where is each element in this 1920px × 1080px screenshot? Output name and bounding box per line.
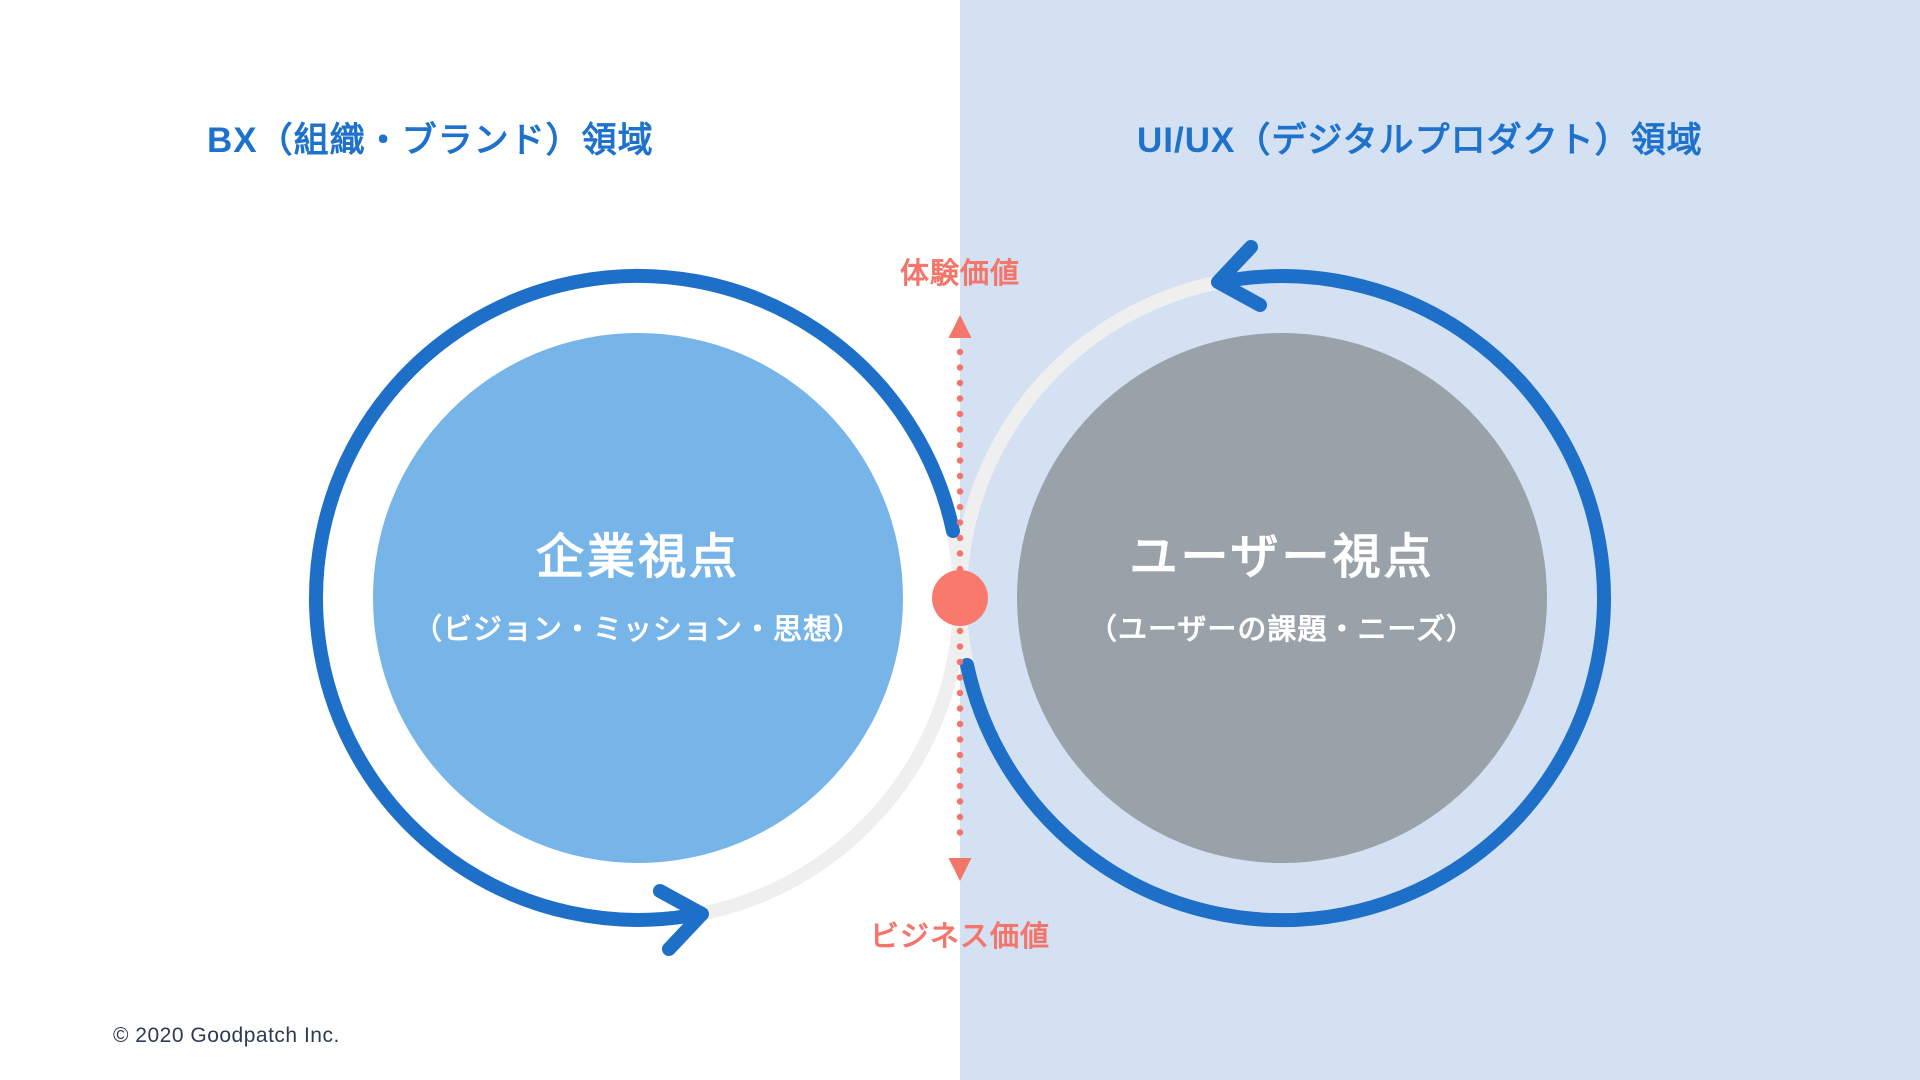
company-perspective-label: 企業視点 (535, 531, 741, 584)
left-cycle-arrowhead-icon (653, 884, 709, 956)
user-perspective-circle (1017, 333, 1547, 863)
business-value-label: ビジネス価値 (869, 921, 1051, 953)
bx-domain-title: BX（組織・ブランド）領域 (207, 121, 654, 160)
left-cycle-arc (309, 268, 960, 927)
company-perspective-circle (373, 333, 903, 863)
copyright-notice: © 2020 Goodpatch Inc. (113, 1024, 340, 1047)
experience-value-arrow-icon (948, 315, 972, 338)
company-perspective-sublabel: （ビジョン・ミッション・思想） (412, 614, 864, 646)
uiux-domain-title: UI/UX（デジタルプロダクト）領域 (1137, 121, 1703, 160)
right-cycle-arc (960, 269, 1611, 928)
experience-value-label: 体験価値 (899, 258, 1021, 290)
business-value-arrow-icon (948, 858, 972, 881)
center-connector-dot (932, 570, 988, 626)
right-cycle-arrowhead-icon (1211, 240, 1267, 312)
user-perspective-sublabel: （ユーザーの課題・ニーズ） (1088, 614, 1476, 646)
user-perspective-label: ユーザー視点 (1129, 531, 1435, 584)
